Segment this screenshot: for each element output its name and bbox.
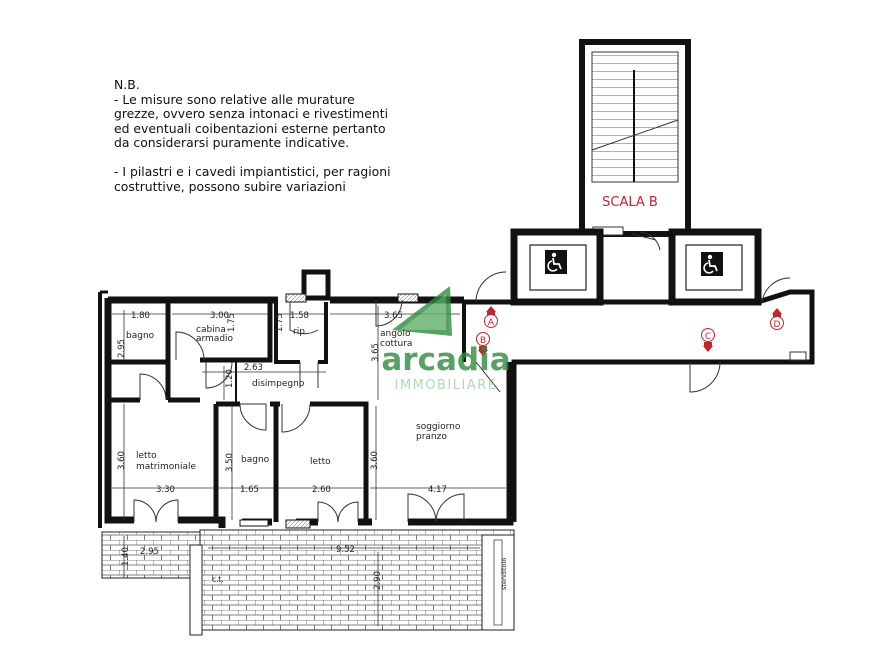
room-label: matrimoniale <box>136 462 197 472</box>
note-gap <box>114 151 414 165</box>
dimension-label: 2.95 <box>117 339 127 358</box>
room-label: c.t. <box>212 575 224 584</box>
marker-label: D <box>774 320 781 330</box>
room-label: bagno <box>241 455 270 465</box>
marker-a: A <box>484 306 498 328</box>
dimension-label: 1.58 <box>290 311 309 321</box>
room-label: stenditoio <box>500 558 508 590</box>
room-label: rip. <box>293 327 308 337</box>
dimension-label: 1.20 <box>225 369 235 388</box>
room-label: bagno <box>126 331 155 341</box>
note-line: - Le misure sono relative alle murature <box>114 91 355 107</box>
dimension-label: 3.60 <box>117 451 127 470</box>
stenditoio-area <box>481 534 515 631</box>
room-label: cabina <box>196 325 226 335</box>
room-label: letto <box>310 457 331 467</box>
marker-label: C <box>705 332 711 342</box>
dimension-label: 1.65 <box>240 485 259 495</box>
room-label: armadio <box>196 334 234 344</box>
dimension-label: 2.90 <box>373 571 383 590</box>
note-line: costruttive, possono subire variazioni <box>114 178 346 194</box>
dimension-label: 1.40 <box>121 547 131 566</box>
note-line: grezze, ovvero senza intonaci e rivestim… <box>114 106 389 122</box>
watermark-brand: arcadia <box>381 342 510 378</box>
note-line: ed eventuali coibentazioni esterne perta… <box>114 120 386 136</box>
dimension-label: 1.75 <box>227 313 237 332</box>
watermark-sub: IMMOBILIARE <box>395 378 498 393</box>
marker-b: B <box>476 332 490 356</box>
dimension-label: 3.50 <box>225 453 235 472</box>
dimension-label: 3.60 <box>370 451 380 470</box>
marker-label: B <box>480 336 486 346</box>
marker-d: D <box>770 308 784 330</box>
room-label: soggiorno <box>416 422 461 432</box>
dimension-label: 1.75 <box>275 313 285 332</box>
room-label: disimpegno <box>252 379 305 389</box>
room-label: pranzo <box>416 432 447 442</box>
dimension-label: 3.00 <box>210 311 229 321</box>
dimension-label: 3.65 <box>371 343 381 362</box>
wheelchair-icon <box>701 252 723 276</box>
note-heading: N.B. <box>114 77 140 92</box>
marker-c: C <box>701 328 715 352</box>
dimension-label: 2.63 <box>244 363 263 373</box>
room-label: cottura <box>380 339 412 349</box>
note-line: da considerarsi puramente indicative. <box>114 135 350 151</box>
watermark-logo: arcadia IMMOBILIARE <box>381 286 511 393</box>
terrace-floor <box>199 529 515 631</box>
dimension-label: 1.80 <box>131 311 150 321</box>
dimension-label: 3.30 <box>156 485 175 495</box>
balcony-floor <box>101 531 201 579</box>
disclaimer-note: N.B. - Le misure sono relative alle mura… <box>114 77 414 194</box>
note-line: - I pilastri e i cavedi impiantistici, p… <box>114 163 391 179</box>
wheelchair-icon <box>545 250 567 274</box>
room-label: angolo <box>380 329 411 339</box>
dimension-label: 4.17 <box>428 485 447 495</box>
dimension-label: 2.60 <box>312 485 331 495</box>
dimension-label: 9.52 <box>336 545 355 555</box>
dimension-label: 2.95 <box>140 547 159 557</box>
marker-label: A <box>488 318 495 328</box>
stair-label: SCALA B <box>602 195 658 210</box>
dimension-label: 3.65 <box>384 311 403 321</box>
room-label: letto <box>136 451 157 461</box>
